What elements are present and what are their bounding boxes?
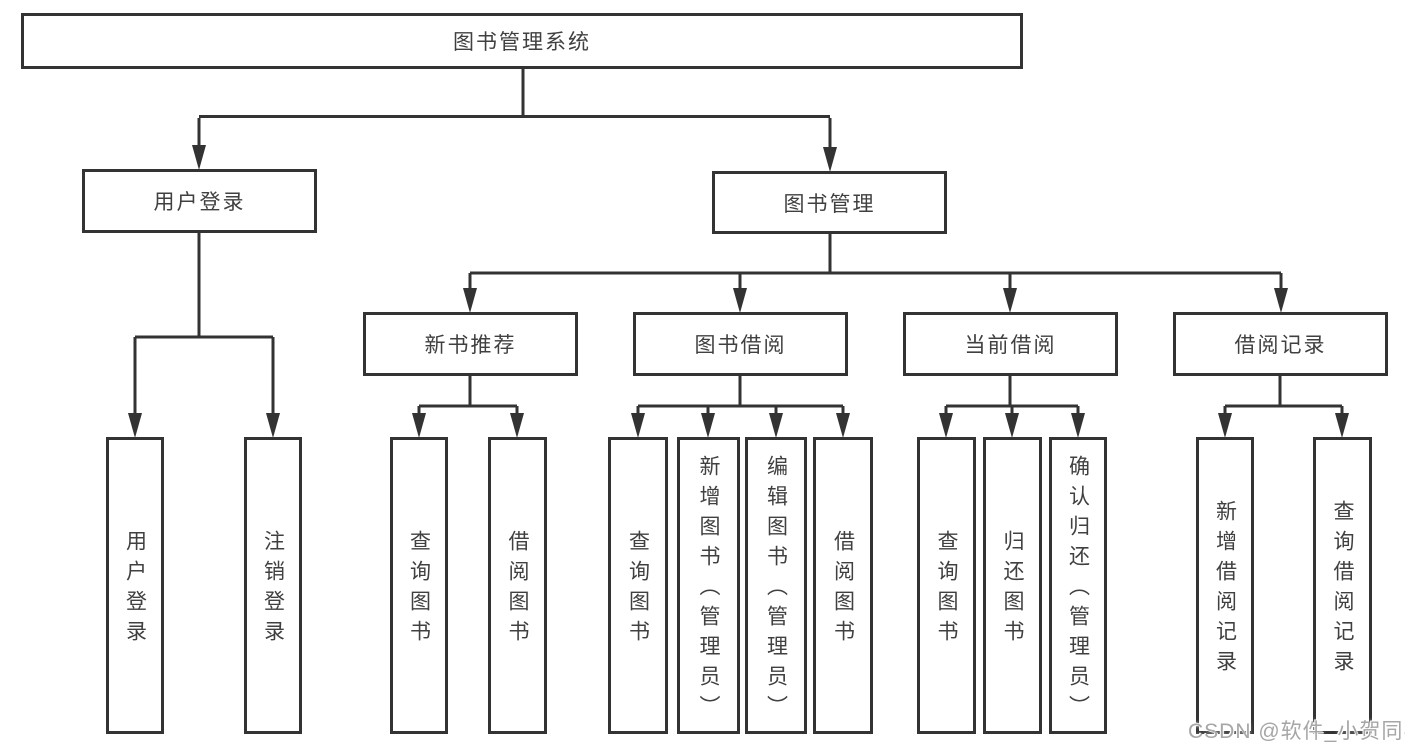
node-borrowing-records-label: 借阅记录 bbox=[1234, 334, 1327, 357]
node-new-book-recommend-label: 新书推荐 bbox=[424, 334, 517, 357]
node-new-book-recommend: 新书推荐 bbox=[363, 312, 578, 376]
node-root-label: 图书管理系统 bbox=[453, 31, 591, 54]
csdn-watermark: CSDN @软件_小贺同学 bbox=[1188, 720, 1405, 743]
node-root-system: 图书管理系统 bbox=[21, 13, 1023, 69]
node-book-management: 图书管理 bbox=[712, 171, 947, 234]
leaf-edit-books-admin: 编辑图书（管理员） bbox=[745, 437, 807, 734]
leaf-query-books-2: 查询图书 bbox=[608, 437, 668, 734]
node-book-borrowing: 图书借阅 bbox=[633, 312, 848, 376]
leaf-borrow-books-1: 借阅图书 bbox=[488, 437, 547, 734]
node-borrowing-records: 借阅记录 bbox=[1173, 312, 1388, 376]
leaf-return-books: 归还图书 bbox=[983, 437, 1042, 734]
node-user-login-label: 用户登录 bbox=[153, 191, 246, 214]
leaf-add-borrow-record: 新增借阅记录 bbox=[1196, 437, 1254, 734]
leaf-query-books-3: 查询图书 bbox=[917, 437, 976, 734]
leaf-borrow-books-2: 借阅图书 bbox=[813, 437, 873, 734]
node-book-management-label: 图书管理 bbox=[783, 192, 876, 216]
node-current-borrowing-label: 当前借阅 bbox=[964, 334, 1057, 357]
leaf-user-login: 用户登录 bbox=[106, 437, 164, 734]
leaf-add-books-admin: 新增图书（管理员） bbox=[677, 437, 740, 734]
leaf-query-books-1: 查询图书 bbox=[390, 437, 448, 734]
leaf-query-borrow-record: 查询借阅记录 bbox=[1313, 437, 1372, 734]
node-current-borrowing: 当前借阅 bbox=[903, 312, 1118, 376]
node-user-login: 用户登录 bbox=[82, 169, 317, 233]
node-book-borrowing-label: 图书借阅 bbox=[694, 334, 787, 357]
leaf-logout: 注销登录 bbox=[244, 437, 302, 734]
leaf-confirm-return-admin: 确认归还（管理员） bbox=[1049, 437, 1107, 734]
